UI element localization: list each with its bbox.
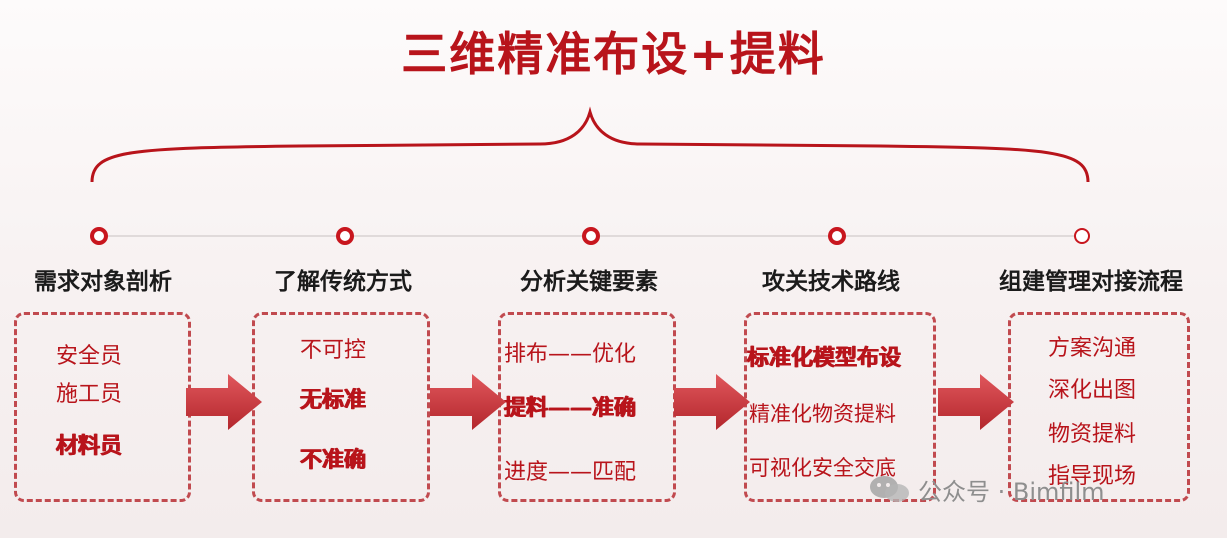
step-5-box	[1008, 312, 1190, 502]
step-3-item: 排布——优化	[504, 342, 637, 367]
step-4-item: 标准化模型布设	[747, 346, 902, 371]
step-node-icon	[336, 227, 354, 245]
wechat-icon	[870, 476, 909, 502]
step-4-item: 可视化安全交底	[749, 456, 896, 480]
right-arrow-icon	[938, 374, 1014, 430]
step-node-icon	[90, 227, 108, 245]
step-2-item: 不可控	[300, 338, 367, 363]
step-node-icon	[582, 227, 600, 245]
step-1-item: 材料员	[56, 434, 123, 459]
step-node-icon	[1074, 228, 1090, 244]
diagram-title: 三维精准布设+提料	[401, 27, 826, 81]
step-5-header: 组建管理对接流程	[999, 269, 1183, 295]
right-arrow-icon	[430, 374, 506, 430]
step-3-item: 提料——准确	[504, 396, 637, 421]
step-1-item: 施工员	[56, 382, 123, 407]
step-2-item: 无标准	[300, 388, 367, 413]
top-brace	[90, 106, 1090, 183]
right-arrow-icon	[186, 374, 262, 430]
watermark-text: 公众号 · Bimfilm	[918, 478, 1105, 506]
step-2-item: 不准确	[300, 448, 367, 473]
right-arrow-icon	[674, 374, 750, 430]
step-4-header: 攻关技术路线	[762, 269, 900, 295]
step-node-icon	[828, 227, 846, 245]
step-2-header: 了解传统方式	[274, 269, 412, 295]
step-4-box	[744, 312, 936, 502]
step-5-item: 深化出图	[1048, 378, 1137, 403]
step-5-item: 指导现场	[1048, 464, 1137, 489]
step-5-item: 方案沟通	[1048, 336, 1137, 361]
step-4-item: 精准化物资提料	[749, 402, 896, 426]
step-5-item: 物资提料	[1048, 422, 1137, 447]
step-3-item: 进度——匹配	[504, 460, 637, 485]
step-1-header: 需求对象剖析	[34, 269, 172, 295]
step-1-item: 安全员	[56, 344, 123, 369]
step-3-header: 分析关键要素	[520, 269, 658, 295]
